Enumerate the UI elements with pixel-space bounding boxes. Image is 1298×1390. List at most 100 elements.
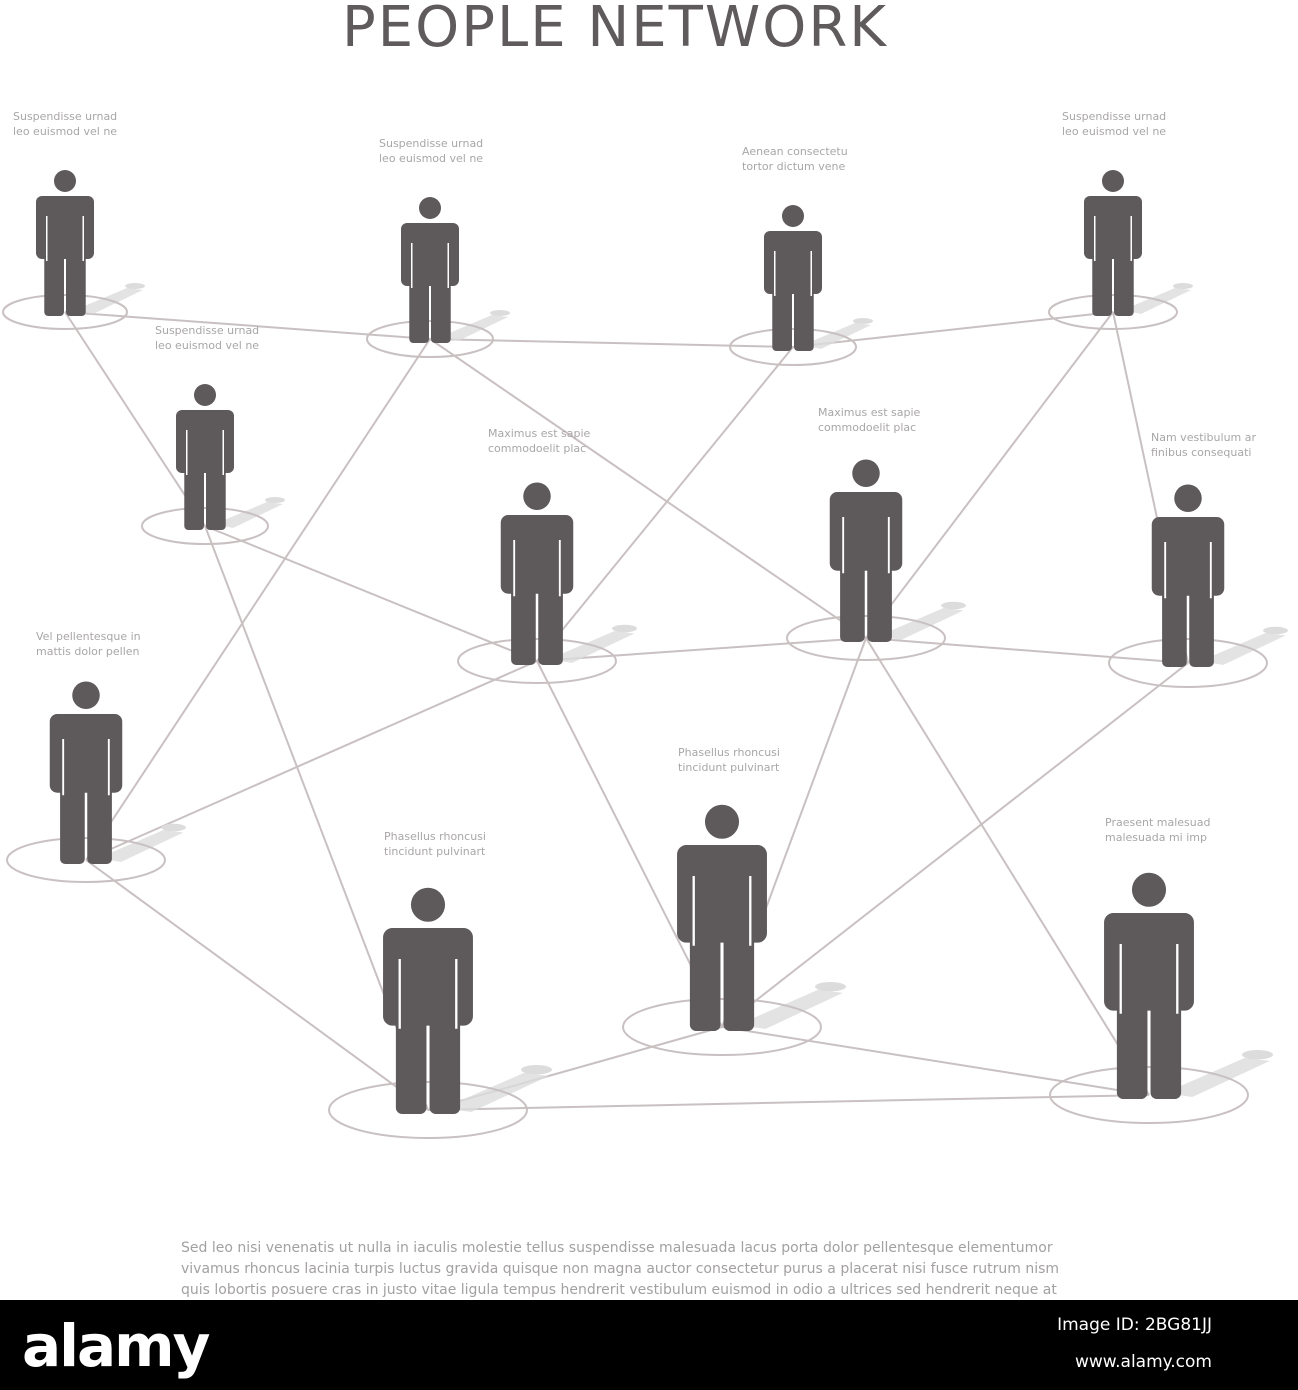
figure-shadow — [549, 631, 635, 663]
caption-line: Maximus est sapie — [488, 427, 591, 440]
person-leg-right — [87, 776, 112, 864]
person-leg-right — [429, 1005, 461, 1114]
arm-gap-right — [222, 430, 224, 475]
person-torso — [829, 492, 903, 571]
person-leg-right — [66, 246, 86, 316]
person-icon — [383, 887, 473, 1114]
person-torso — [36, 196, 94, 259]
node-caption: Praesent malesuad malesuada mi imp — [1105, 815, 1255, 845]
brand-logo: alamy — [22, 1312, 210, 1380]
arm-gap-right — [1176, 944, 1179, 1014]
arm-gap-left — [46, 216, 48, 261]
caption-line: commodoelit plac — [488, 442, 587, 455]
node-ring — [6, 837, 166, 883]
node-caption: Aenean consectetu tortor dictum vene — [742, 144, 892, 174]
person-head — [1131, 872, 1167, 907]
arm-gap-left — [1119, 944, 1122, 1014]
node-caption: Phasellus rhoncusi tincidunt pulvinart — [678, 745, 828, 775]
node-caption: Nam vestibulum ar finibus consequati — [1151, 430, 1298, 460]
person-head — [419, 197, 441, 219]
person-torso — [1151, 517, 1225, 596]
node-ring — [622, 998, 822, 1056]
person-leg-left — [689, 922, 721, 1031]
person-leg-left — [1092, 246, 1112, 316]
node-caption: Maximus est sapie commodoelit plac — [488, 426, 638, 456]
arm-gap-left — [774, 251, 776, 296]
network-link — [429, 338, 794, 348]
arm-gap-right — [887, 517, 890, 574]
node-ring — [2, 294, 128, 330]
shadow-head — [1173, 283, 1193, 289]
person-leg-right — [1150, 990, 1182, 1099]
shadow-head — [521, 1065, 552, 1075]
arm-gap-right — [107, 739, 110, 796]
caption-line: tincidunt pulvinart — [678, 761, 780, 774]
rings-group — [2, 283, 1288, 1139]
shadow-head — [265, 497, 285, 503]
arm-gap-left — [1094, 216, 1096, 261]
shadow-head — [941, 601, 966, 610]
caption-line: Nam vestibulum ar — [1151, 431, 1257, 444]
node-caption: Suspendisse urnad leo euismod vel ne — [155, 323, 305, 353]
network-link — [865, 637, 1189, 664]
person-leg-right — [1114, 246, 1134, 316]
person-head — [194, 384, 216, 406]
person-icon — [1151, 484, 1225, 667]
arm-gap-left — [1164, 542, 1167, 599]
person-head — [704, 804, 740, 839]
arm-gap-left — [398, 959, 401, 1029]
person-head — [1174, 484, 1202, 512]
person-head — [54, 170, 76, 192]
caption-line: leo euismod vel ne — [13, 125, 118, 138]
node-caption: Suspendisse urnad leo euismod vel ne — [13, 109, 163, 139]
figure-shadow — [1200, 633, 1286, 665]
network-diagram — [2, 170, 1288, 1139]
person-leg-right — [794, 281, 814, 351]
person-leg-right — [206, 460, 226, 530]
caption-line: Suspendisse urnad — [13, 110, 118, 123]
figure-shadow — [98, 830, 184, 862]
person-leg-left — [1116, 990, 1148, 1099]
node-caption: Vel pellentesque in mattis dolor pellen — [36, 629, 186, 659]
network-link — [721, 1026, 1150, 1096]
person-head — [852, 459, 880, 487]
person-icon — [500, 482, 574, 665]
caption-line: Suspendisse urnad — [1062, 110, 1167, 123]
network-link — [204, 525, 538, 662]
arm-gap-right — [455, 959, 458, 1029]
network-link — [64, 311, 206, 527]
network-link — [536, 637, 867, 662]
caption-line: leo euismod vel ne — [379, 152, 484, 165]
caption-line: commodoelit plac — [818, 421, 917, 434]
node-ring — [1049, 1066, 1249, 1124]
caption-line: tortor dictum vene — [742, 160, 846, 173]
arm-gap-right — [749, 876, 752, 946]
caption-line: Praesent malesuad — [1105, 816, 1211, 829]
person-torso — [1084, 196, 1142, 259]
person-leg-left — [184, 460, 204, 530]
figure-shadow — [1123, 288, 1191, 314]
figure-shadow — [215, 502, 283, 528]
network-link — [536, 346, 794, 662]
person-leg-right — [431, 273, 451, 343]
figure-shadow — [737, 989, 843, 1029]
person-leg-left — [44, 246, 64, 316]
figure-shadow — [803, 323, 871, 349]
person-leg-right — [723, 922, 755, 1031]
body-line: Sed leo nisi venenatis ut nulla in iacul… — [181, 1240, 1053, 1256]
node-caption: Phasellus rhoncusi tincidunt pulvinart — [384, 829, 534, 859]
person-icon — [1104, 872, 1194, 1099]
shadow-head — [612, 624, 637, 633]
person-torso — [401, 223, 459, 286]
network-link — [85, 338, 431, 861]
network-link — [429, 338, 867, 639]
person-leg-right — [867, 554, 892, 642]
network-link — [721, 662, 1189, 1028]
person-leg-left — [409, 273, 429, 343]
shadow-head — [490, 310, 510, 316]
caption-line: mattis dolor pellen — [36, 645, 140, 658]
arm-gap-right — [1209, 542, 1212, 599]
body-paragraph: Sed leo nisi venenatis ut nulla in iacul… — [181, 1238, 1116, 1301]
caption-line: Maximus est sapie — [818, 406, 921, 419]
node-ring — [457, 638, 617, 684]
